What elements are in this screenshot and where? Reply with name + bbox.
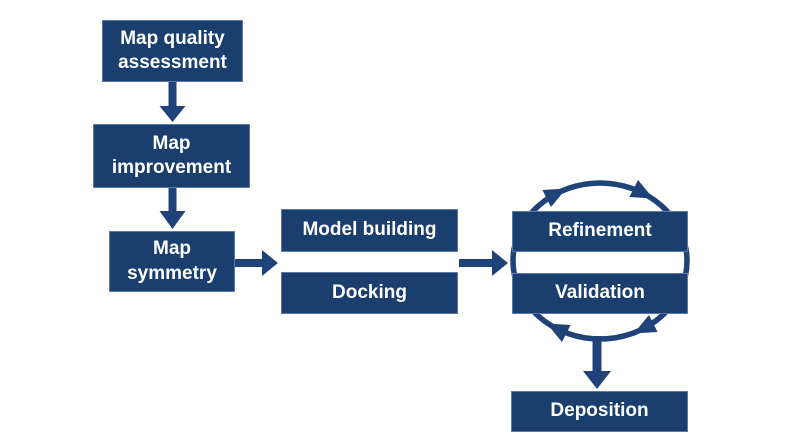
box-map-quality-assessment-label: Map quality assessment — [118, 27, 227, 73]
box-map-symmetry: Map symmetry — [109, 231, 235, 292]
box-validation: Validation — [512, 273, 688, 314]
box-map-symmetry-label: Map symmetry — [127, 238, 217, 284]
cycle-arrowhead-top-left-icon — [542, 188, 567, 207]
box-model-building-label: Model building — [302, 219, 437, 241]
cycle-arrowhead-top-right-icon — [629, 180, 654, 199]
box-deposition: Deposition — [511, 391, 688, 432]
box-docking: Docking — [281, 272, 458, 314]
box-refinement-label: Refinement — [548, 220, 652, 242]
box-map-improvement: Map improvement — [93, 124, 250, 188]
arrow-cycle-to-deposition — [583, 336, 611, 389]
box-docking-label: Docking — [332, 281, 407, 303]
cycle-arrowhead-bottom-right-icon — [633, 315, 658, 334]
arrow-model-building-to-refinement — [459, 250, 508, 276]
cycle-gap-mask — [518, 251, 682, 273]
box-map-quality-assessment: Map quality assessment — [102, 20, 243, 82]
box-validation-label: Validation — [555, 282, 645, 304]
box-deposition-label: Deposition — [550, 400, 649, 422]
arrow-map-improvement-to-map-symmetry — [159, 188, 186, 229]
arrow-map-quality-to-map-improvement — [159, 82, 186, 122]
cycle-arrowhead-bottom-left-icon — [546, 323, 571, 342]
box-model-building: Model building — [281, 209, 458, 252]
box-map-improvement-label: Map improvement — [111, 132, 232, 178]
box-refinement: Refinement — [512, 211, 688, 252]
arrow-map-symmetry-to-model-building — [235, 250, 278, 276]
